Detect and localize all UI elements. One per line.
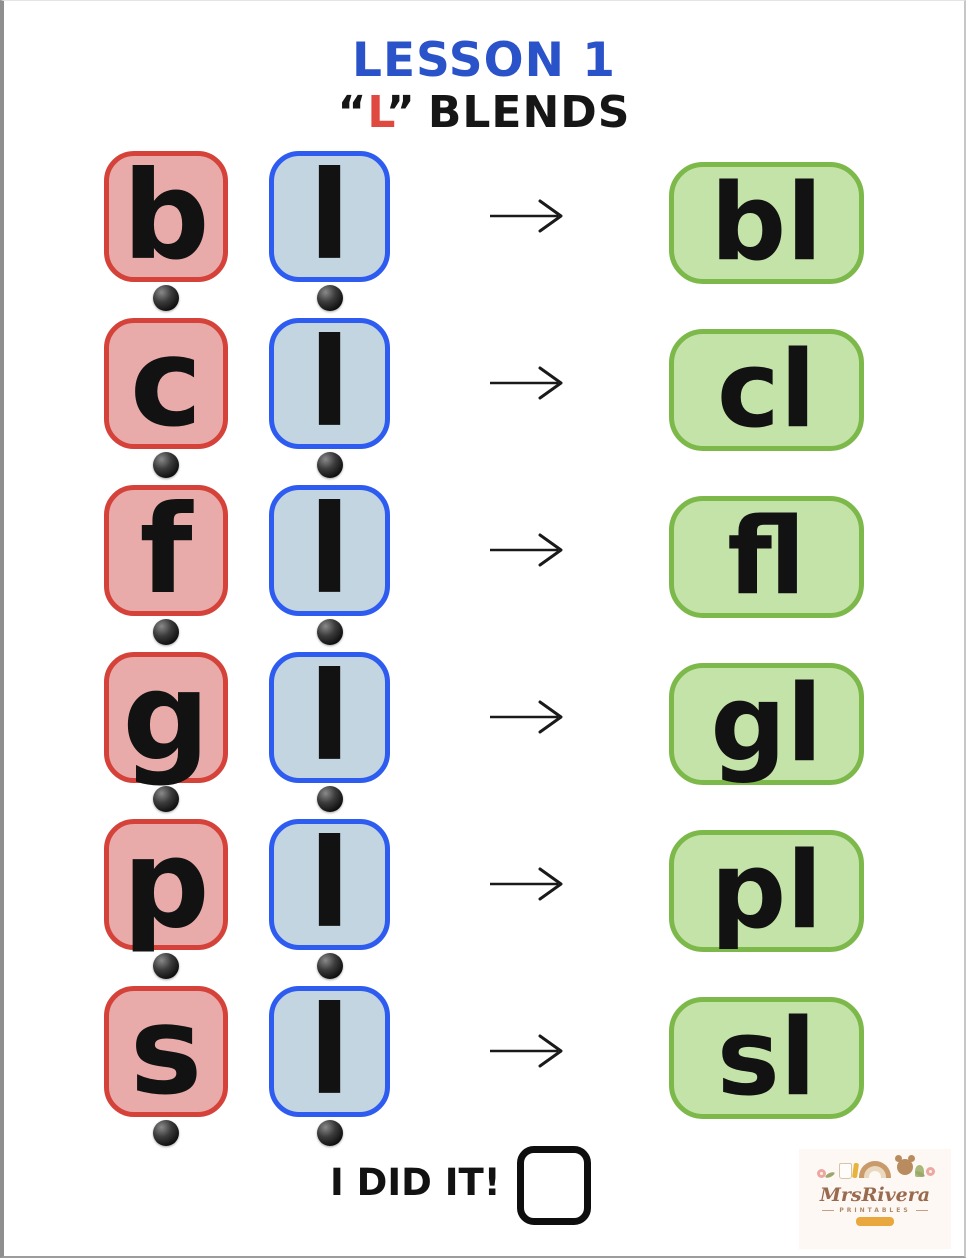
drag-bead-dot (153, 786, 179, 812)
teddy-bear-icon (895, 1155, 915, 1175)
liquid-tile[interactable]: l (269, 151, 390, 282)
drag-bead-dot (317, 452, 343, 478)
blend-text: pl (710, 829, 823, 953)
drag-bead-dot (153, 452, 179, 478)
consonant-letter: g (122, 645, 210, 788)
drag-bead-dot (317, 953, 343, 979)
did-it-checkbox[interactable] (517, 1146, 591, 1225)
blend-tile[interactable]: fl (669, 496, 864, 618)
arrow-right-icon (490, 533, 563, 567)
consonant-letter: s (129, 979, 203, 1122)
liquid-tile[interactable]: l (269, 318, 390, 449)
drag-bead-dot (153, 285, 179, 311)
consonant-tile[interactable]: s (104, 986, 228, 1117)
blend-row: s l sl (4, 986, 964, 1153)
liquid-letter: l (308, 478, 351, 621)
consonant-tile[interactable]: f (104, 485, 228, 616)
blend-letter: L (367, 87, 386, 138)
blend-text: cl (716, 328, 817, 452)
arrow-right-icon (490, 199, 563, 233)
blend-tile[interactable]: pl (669, 830, 864, 952)
dash-decoration (915, 1209, 928, 1211)
liquid-letter: l (308, 979, 351, 1122)
brand-logo: MrsRivera PRINTABLES (799, 1149, 951, 1249)
open-quote: “ (337, 87, 368, 138)
drag-bead-dot (153, 619, 179, 645)
logo-tagline: PRINTABLES (839, 1206, 911, 1214)
blend-row: f l fl (4, 485, 964, 652)
consonant-letter: c (129, 311, 203, 454)
close-quote: ” (385, 87, 416, 138)
blend-text: fl (727, 495, 806, 619)
logo-banner (856, 1216, 894, 1226)
flower-icon (817, 1169, 826, 1178)
consonant-tile[interactable]: p (104, 819, 228, 950)
blend-tile[interactable]: bl (669, 162, 864, 284)
consonant-tile[interactable]: c (104, 318, 228, 449)
liquid-letter: l (308, 311, 351, 454)
arrow-right-icon (490, 366, 563, 400)
arrow-right-icon (490, 867, 563, 901)
blend-text: bl (710, 161, 823, 285)
liquid-tile[interactable]: l (269, 986, 390, 1117)
blend-row: c l cl (4, 318, 964, 485)
logo-decoration (815, 1155, 935, 1183)
consonant-letter: p (122, 812, 210, 955)
flower-icon (926, 1167, 935, 1176)
drag-bead-dot (153, 1120, 179, 1146)
dash-decoration (822, 1209, 835, 1211)
lesson-subtitle: “L”BLENDS (4, 87, 964, 138)
drag-bead-dot (317, 786, 343, 812)
logo-tagline-row: PRINTABLES (822, 1206, 928, 1214)
consonant-letter: b (122, 144, 210, 287)
liquid-tile[interactable]: l (269, 485, 390, 616)
liquid-tile[interactable]: l (269, 819, 390, 950)
arrow-right-icon (490, 1034, 563, 1068)
blend-tile[interactable]: gl (669, 663, 864, 785)
cup-icon (839, 1163, 852, 1179)
arrow-right-icon (490, 700, 563, 734)
liquid-tile[interactable]: l (269, 652, 390, 783)
liquid-letter: l (308, 645, 351, 788)
blend-row: p l pl (4, 819, 964, 986)
blend-text: sl (716, 996, 817, 1120)
consonant-tile[interactable]: g (104, 652, 228, 783)
leaf-icon (824, 1171, 836, 1179)
liquid-letter: l (308, 144, 351, 287)
blend-tile[interactable]: sl (669, 997, 864, 1119)
blend-tile[interactable]: cl (669, 329, 864, 451)
drag-bead-dot (317, 285, 343, 311)
pencil-icon (851, 1162, 860, 1179)
liquid-letter: l (308, 812, 351, 955)
consonant-tile[interactable]: b (104, 151, 228, 282)
drag-bead-dot (153, 953, 179, 979)
drag-bead-dot (317, 619, 343, 645)
blend-text: gl (710, 662, 823, 786)
rainbow-icon (859, 1161, 891, 1178)
lesson-title: LESSON 1 (352, 33, 616, 88)
subtitle-word: BLENDS (427, 87, 631, 138)
did-it-label: I DID IT! (330, 1161, 501, 1204)
consonant-letter: f (139, 478, 193, 621)
drag-bead-dot (317, 1120, 343, 1146)
logo-name: MrsRivera (819, 1184, 931, 1206)
blend-row: g l gl (4, 652, 964, 819)
blend-row: b l bl (4, 151, 964, 318)
